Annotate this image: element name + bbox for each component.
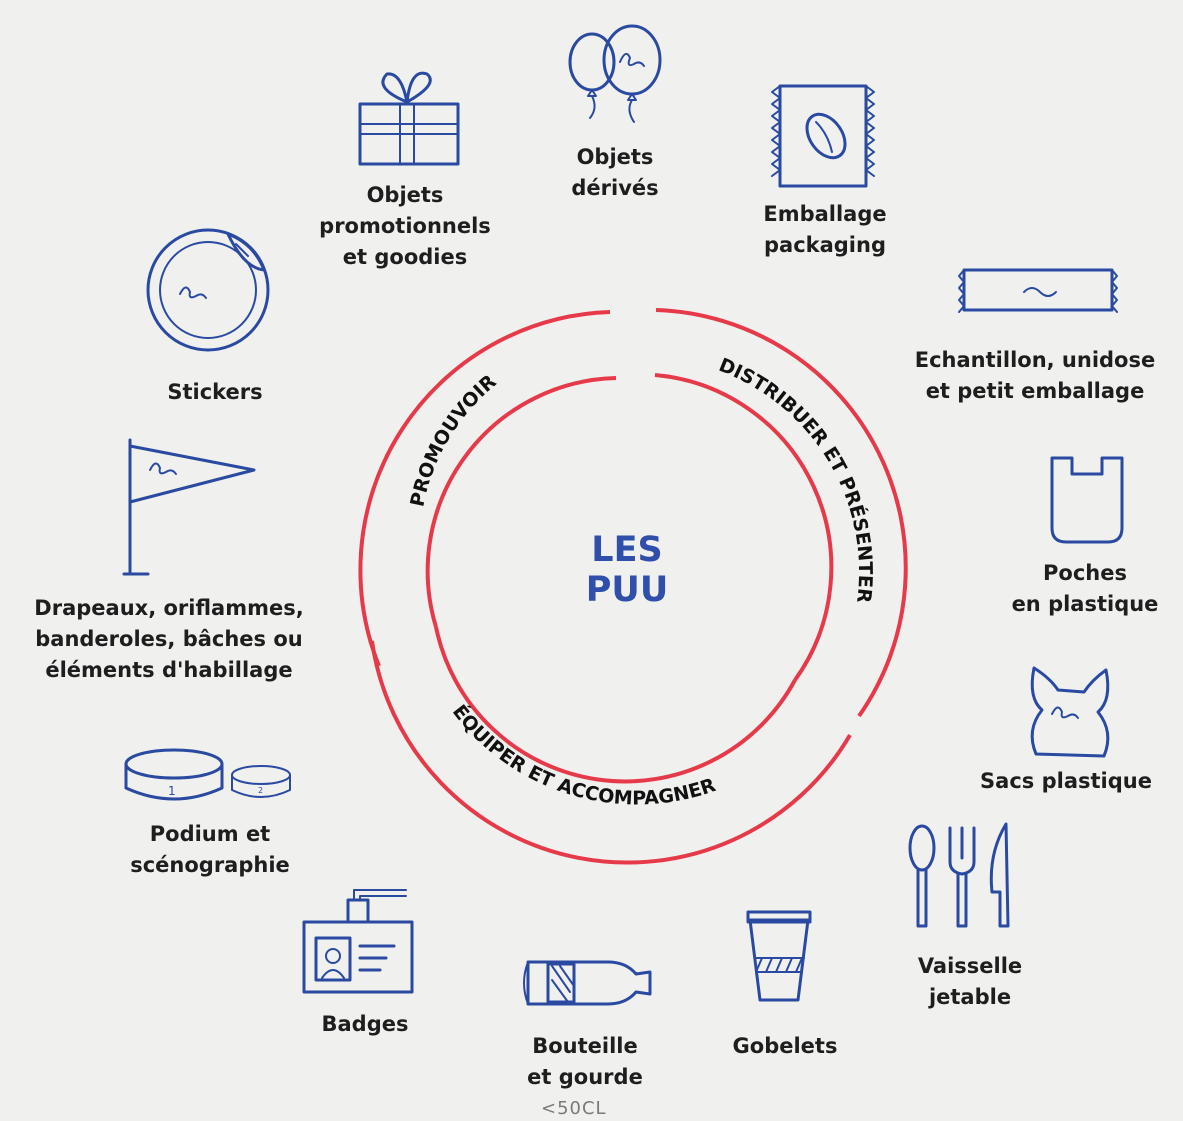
label-vaisselle: Vaisselle jetable <box>917 954 1023 1009</box>
outer-ring-arc-bottom <box>370 640 852 865</box>
label-emballage: Emballage packaging <box>763 202 887 257</box>
label-echantillon: Echantillon, unidose et petit emballage <box>914 348 1156 403</box>
cup-icon <box>746 910 812 1002</box>
label-podium: Podium et scénographie <box>130 822 290 877</box>
center-title-line1: LES <box>591 530 663 570</box>
label-drapeaux: Drapeaux, oriflammes, banderoles, bâches… <box>34 596 304 682</box>
plastic-bag-icon <box>1030 666 1110 758</box>
inner-ring-arc-bottom <box>434 626 797 784</box>
label-bouteille: Bouteille et gourde <box>527 1034 643 1089</box>
bag-icon <box>1050 456 1124 544</box>
cutlery-icon <box>908 822 1010 928</box>
label-bouteille-sub: <50CL <box>541 1098 607 1119</box>
label-gobelets: Gobelets <box>732 1034 838 1058</box>
outer-ring-arc-right <box>655 308 908 718</box>
sachet-icon <box>958 268 1118 313</box>
label-badges: Badges <box>321 1012 409 1036</box>
gift-icon <box>358 71 460 166</box>
balloons-icon <box>568 24 662 123</box>
podium-number-2: 2 <box>258 786 263 795</box>
inner-ring-arc-left <box>425 376 617 628</box>
flag-icon <box>122 438 256 576</box>
label-poches: Poches en plastique <box>1011 561 1159 616</box>
sticker-icon <box>146 228 270 352</box>
bottle-icon <box>523 960 652 1006</box>
inner-ring-arc-right <box>654 373 834 682</box>
label-sacs: Sacs plastique <box>980 769 1152 793</box>
label-objets-promo: Objets promotionnels et goodies <box>319 183 491 269</box>
label-stickers: Stickers <box>167 380 263 404</box>
badge-icon <box>302 889 414 994</box>
center-title: LES PUU <box>527 530 727 610</box>
center-title-line2: PUU <box>585 570 669 610</box>
candy-wrapper-icon <box>771 84 875 188</box>
label-objets-derives: Objets dérivés <box>571 145 659 200</box>
podium-icon <box>124 748 291 801</box>
outer-ring-arc-left <box>358 310 611 667</box>
podium-number-1: 1 <box>168 784 176 798</box>
